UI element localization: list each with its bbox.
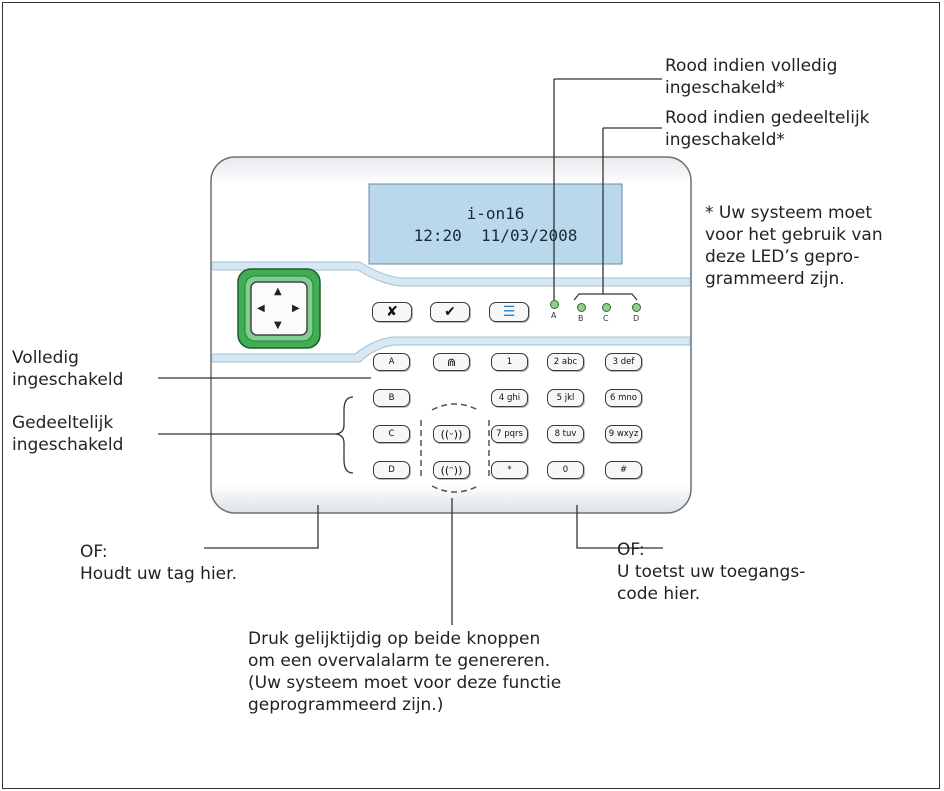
callout-panic: Druk gelijktijdig op beide knoppen om ee…	[248, 629, 562, 715]
menu-button[interactable]: ☰	[489, 302, 529, 322]
key-3[interactable]: 3 def	[605, 353, 642, 371]
key-2[interactable]: 2 abc	[547, 353, 584, 371]
key-6[interactable]: 6 mno	[605, 389, 642, 407]
callout-part-key: Gedeeltelijk ingeschakeld	[12, 413, 124, 455]
lower-stripe	[211, 336, 691, 363]
nav-down-arrow-icon[interactable]: ▼	[274, 320, 282, 331]
nav-left-arrow-icon[interactable]: ◀	[257, 303, 265, 314]
key-4[interactable]: 4 ghi	[491, 389, 528, 407]
key-9[interactable]: 9 wxyz	[605, 425, 642, 443]
led-label-c: C	[603, 314, 609, 323]
lcd-line-2: 12:20 11/03/2008	[413, 226, 578, 245]
key-c[interactable]: C	[373, 425, 410, 443]
key-1[interactable]: 1	[491, 353, 528, 371]
led-label-a: A	[551, 311, 557, 320]
key-0[interactable]: 0	[547, 461, 584, 479]
wave-icon: ((ᵕ))	[440, 427, 463, 441]
key-d[interactable]: D	[373, 461, 410, 479]
cancel-button[interactable]: ✘	[372, 302, 412, 322]
key-star[interactable]: *	[491, 461, 528, 479]
key-hash[interactable]: #	[605, 461, 642, 479]
callout-tag: OF: Houdt uw tag hier.	[80, 542, 237, 584]
wave-icon-lower: ((ᵔ))	[440, 463, 463, 477]
lcd-screen	[368, 183, 623, 265]
callout-note: * Uw systeem moet voor het gebruik van d…	[705, 203, 883, 289]
lcd-line-1: i-on16	[466, 204, 525, 223]
panic-key-upper[interactable]: ((ᵕ))	[433, 425, 470, 443]
led-c	[602, 303, 611, 312]
nav-up-arrow-icon[interactable]: ▲	[274, 286, 282, 297]
key-7[interactable]: 7 pqrs	[491, 425, 528, 443]
key-b[interactable]: B	[373, 389, 410, 407]
nav-right-arrow-icon[interactable]: ▶	[292, 303, 300, 314]
accept-button[interactable]: ✔	[430, 302, 470, 322]
led-a	[550, 300, 559, 309]
callout-full-led: Rood indien volledig ingeschakeld*	[665, 56, 838, 98]
led-d	[632, 303, 641, 312]
led-label-b: B	[578, 314, 584, 323]
key-8[interactable]: 8 tuv	[547, 425, 584, 443]
callout-full-key: Volledig ingeschakeld	[12, 348, 124, 390]
nav-pad[interactable]	[250, 281, 308, 336]
key-a[interactable]: A	[373, 353, 410, 371]
callout-code: OF: U toetst uw toegangs- code hier.	[617, 540, 806, 604]
panic-key-lower[interactable]: ((ᵔ))	[433, 461, 470, 479]
led-label-d: D	[633, 314, 640, 323]
led-b	[577, 303, 586, 312]
key-5[interactable]: 5 jkl	[547, 389, 584, 407]
callout-part-led: Rood indien gedeeltelijk ingeschakeld*	[665, 108, 870, 150]
lock-key[interactable]: ⋒	[433, 353, 470, 371]
upper-stripe	[211, 261, 691, 287]
